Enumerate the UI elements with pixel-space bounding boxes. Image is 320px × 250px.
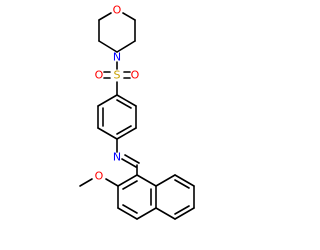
bond	[122, 204, 138, 214]
bond	[136, 207, 157, 220]
bond	[116, 99, 132, 109]
bond	[116, 40, 136, 53]
bond	[105, 178, 119, 187]
bond	[121, 158, 137, 168]
bond	[174, 179, 190, 189]
morpholine-nitrogen-label: N	[113, 51, 121, 64]
bond	[116, 125, 132, 135]
atom-labels: O N S O O N O	[95, 4, 140, 183]
structure-canvas: O N S O O N O	[79, 4, 195, 220]
molecule-structure: O N S O O N O	[79, 4, 195, 220]
bond	[155, 207, 176, 220]
bond	[117, 207, 138, 220]
bond	[116, 127, 137, 140]
bond	[97, 127, 118, 140]
bond	[98, 12, 112, 21]
bond	[79, 178, 93, 187]
bond	[174, 174, 195, 187]
bond	[174, 205, 190, 215]
bond	[124, 154, 140, 164]
methoxy-oxygen-label: O	[95, 170, 104, 183]
bond	[98, 40, 118, 53]
morpholine-oxygen-label: O	[113, 4, 122, 17]
bond	[117, 174, 138, 187]
bond	[155, 174, 176, 187]
bond-lines	[79, 12, 195, 220]
sulfonyl-oxygen-left-label: O	[95, 69, 104, 82]
bond	[97, 94, 118, 107]
bond	[136, 174, 157, 187]
bond	[122, 180, 138, 190]
bond	[116, 94, 137, 107]
imine-nitrogen-label: N	[113, 151, 121, 164]
sulfur-label: S	[114, 69, 121, 82]
bond	[122, 12, 136, 21]
bond	[174, 207, 195, 220]
sulfonyl-oxygen-right-label: O	[131, 69, 140, 82]
